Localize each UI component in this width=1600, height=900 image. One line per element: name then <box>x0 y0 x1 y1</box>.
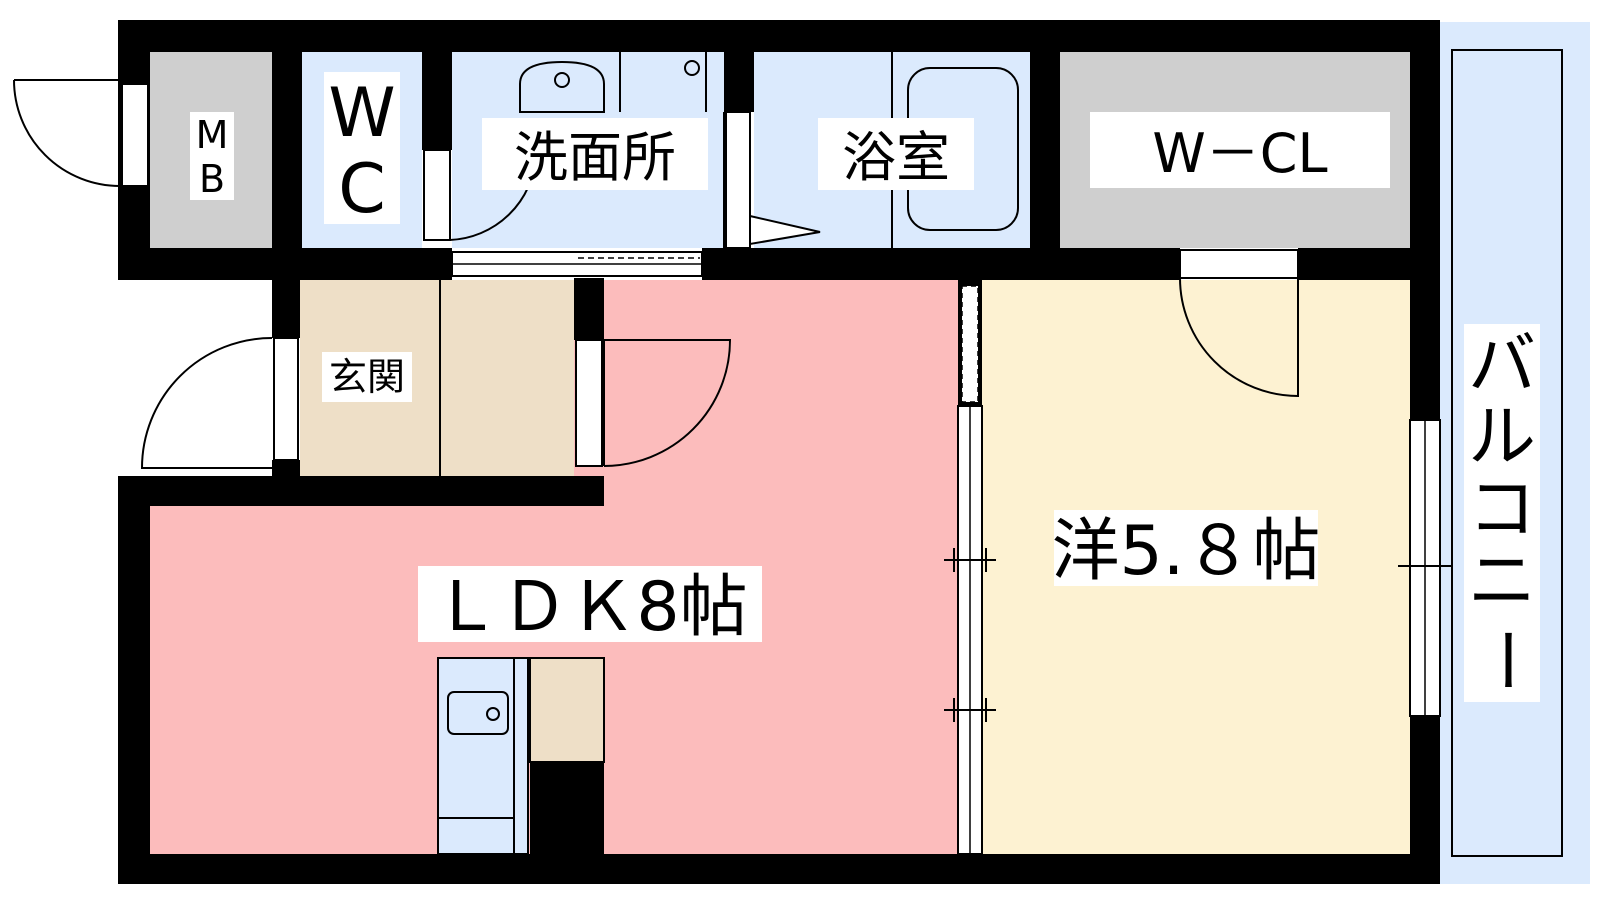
wcl-door-swing <box>1179 277 1299 398</box>
wash-basin <box>519 60 605 113</box>
label-bg-ldk <box>418 566 762 642</box>
washer-drain <box>684 60 700 76</box>
entrance-door-frame <box>273 337 299 461</box>
label-bg-balcony <box>1464 324 1540 702</box>
label-wcl: W－CL <box>1152 122 1327 185</box>
balcony-inner-line <box>1451 49 1563 857</box>
label-ldk: ＬＤＫ8帖 <box>432 568 747 647</box>
mb-door-swing <box>13 79 121 187</box>
kitchen-storage <box>529 657 605 763</box>
label-mb-m: M <box>196 113 229 157</box>
label-balcony-char-5: ー <box>1465 626 1544 694</box>
kitchen-sink <box>447 691 509 735</box>
label-bg-mb <box>190 112 234 200</box>
sliding-door-gap <box>961 285 979 403</box>
walls <box>118 20 1440 884</box>
label-bg-western <box>1054 510 1318 586</box>
label-western: 洋5.８帖 <box>1052 512 1321 591</box>
entrance-door-swing <box>140 337 273 469</box>
mb-door-frame <box>121 83 149 187</box>
fridge-space-wall <box>530 762 604 854</box>
label-balcony-char-1: バ <box>1468 326 1536 405</box>
wc-door-frame <box>423 149 451 241</box>
wcl-door-frame <box>1179 249 1299 279</box>
label-entrance: 玄関 <box>329 355 405 399</box>
ldk-door-swing <box>603 339 732 467</box>
kitchen-drain <box>486 707 500 721</box>
label-balcony-char-2: ル <box>1468 398 1536 477</box>
label-balcony-char-3: コ <box>1468 470 1536 549</box>
label-mb-b: B <box>199 157 225 201</box>
label-bg-bath <box>818 118 974 190</box>
bath-door-frame <box>725 111 751 249</box>
label-bg-wc <box>324 72 400 224</box>
label-bg-wcl <box>1090 112 1390 188</box>
label-wc-w: W <box>328 74 395 153</box>
label-balcony: バ ル コ ニ ー <box>1465 326 1544 694</box>
label-bg-washroom <box>482 118 708 190</box>
label-wc-c: C <box>338 150 385 229</box>
label-bath: 浴室 <box>842 126 950 189</box>
ldk-door-frame <box>575 339 603 467</box>
bath-door-leaf <box>749 214 821 246</box>
label-balcony-char-4: ニ <box>1468 542 1536 621</box>
label-bg-entrance <box>322 352 412 402</box>
label-washroom: 洗面所 <box>514 126 676 189</box>
basin-tap <box>554 72 570 88</box>
